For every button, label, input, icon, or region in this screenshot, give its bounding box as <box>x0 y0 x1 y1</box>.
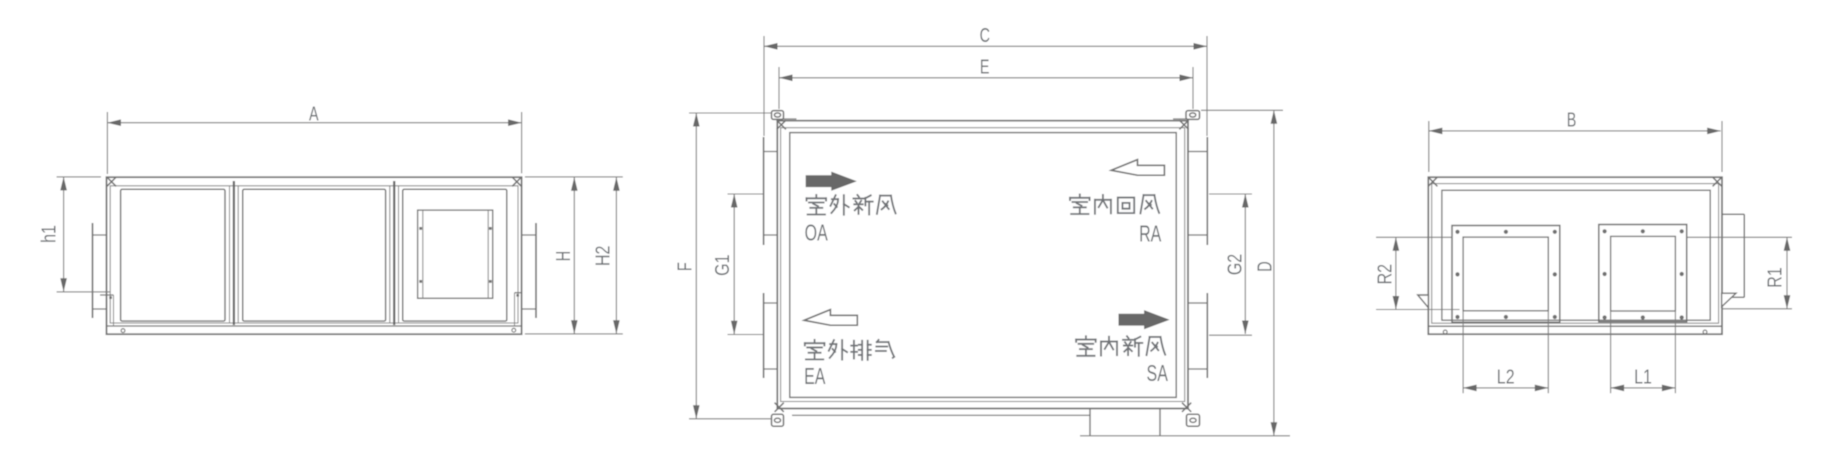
svg-text:SA: SA <box>1147 361 1169 387</box>
svg-text:G1: G1 <box>711 255 733 276</box>
svg-text:A: A <box>309 102 319 125</box>
svg-text:OA: OA <box>805 221 829 247</box>
svg-text:EA: EA <box>804 364 826 390</box>
svg-text:H2: H2 <box>592 246 614 266</box>
svg-text:E: E <box>980 55 990 78</box>
svg-text:G2: G2 <box>1224 254 1246 275</box>
svg-text:h1: h1 <box>38 225 60 243</box>
svg-text:L2: L2 <box>1497 366 1515 388</box>
svg-text:F: F <box>673 262 696 271</box>
svg-text:H: H <box>551 251 574 261</box>
svg-text:C: C <box>980 24 990 47</box>
svg-text:B: B <box>1567 108 1577 131</box>
svg-text:R2: R2 <box>1374 264 1396 284</box>
svg-text:L1: L1 <box>1634 366 1652 388</box>
svg-text:D: D <box>1253 261 1276 271</box>
svg-text:R1: R1 <box>1764 267 1786 287</box>
svg-text:RA: RA <box>1139 222 1162 248</box>
